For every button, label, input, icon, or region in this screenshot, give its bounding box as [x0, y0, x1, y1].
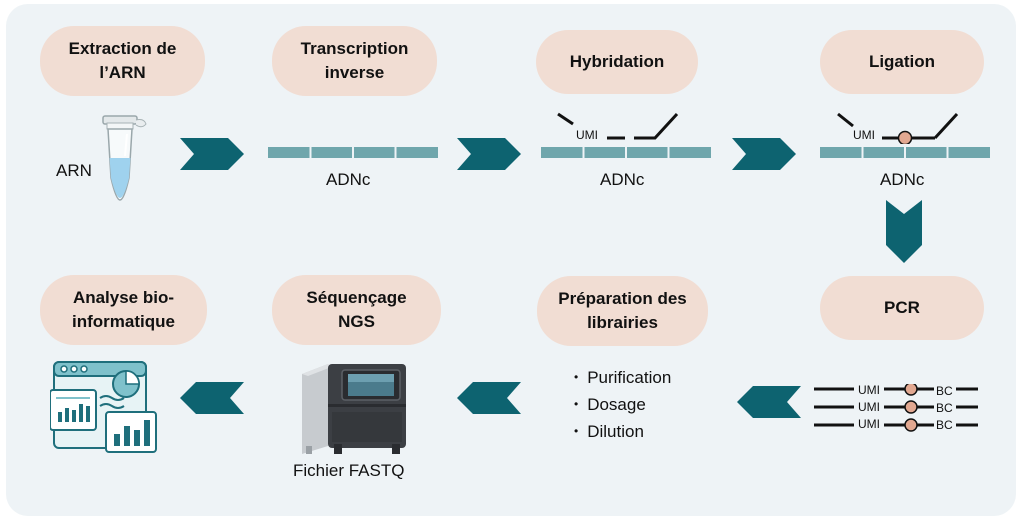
chevron-right-icon [457, 138, 521, 170]
step-analyse: Analyse bio- informatique [40, 275, 207, 345]
arn-tube-icon [102, 115, 147, 201]
step-sequencage: Séquençage NGS [272, 275, 441, 345]
adnc-label: ADNc [600, 170, 645, 189]
bc-label: BC [936, 401, 953, 415]
chevron-left-icon [737, 386, 801, 418]
adnc-strand [820, 146, 990, 160]
arn-label: ARN [56, 161, 92, 180]
sequencer-icon [302, 364, 406, 454]
dashboard-analytics-icon [50, 361, 157, 453]
umi-label: UMI [858, 383, 880, 397]
list-item: Dilution [574, 419, 671, 446]
bc-label: BC [936, 418, 953, 432]
chevron-right-icon [180, 138, 244, 170]
umi-label: UMI [853, 128, 875, 142]
bc-label: BC [936, 384, 953, 398]
umi-label: UMI [576, 128, 598, 142]
chevron-right-icon [732, 138, 796, 170]
step-hybridation: Hybridation [536, 30, 698, 94]
chevron-down-icon [886, 200, 922, 263]
step-ligation: Ligation [820, 30, 984, 94]
adnc-strand [541, 146, 711, 160]
chevron-left-icon [457, 382, 521, 414]
list-item: Purification [574, 365, 671, 392]
adnc-label: ADNc [326, 170, 371, 189]
adnc-strand [268, 146, 438, 160]
step-preparation: Préparation des librairies [537, 276, 708, 346]
step-transcription: Transcription inverse [272, 26, 437, 96]
chevron-left-icon [180, 382, 244, 414]
hybridation-probe [557, 112, 679, 140]
preparation-steps-list: Purification Dosage Dilution [574, 365, 671, 446]
step-extraction: Extraction de l’ARN [40, 26, 205, 96]
ligation-probe [837, 112, 959, 144]
pcr-products [814, 384, 978, 432]
fichier-fastq-label: Fichier FASTQ [293, 461, 405, 480]
adnc-label: ADNc [880, 170, 925, 189]
list-item: Dosage [574, 392, 671, 419]
step-pcr: PCR [820, 276, 984, 340]
umi-label: UMI [858, 400, 880, 414]
umi-label: UMI [858, 417, 880, 431]
